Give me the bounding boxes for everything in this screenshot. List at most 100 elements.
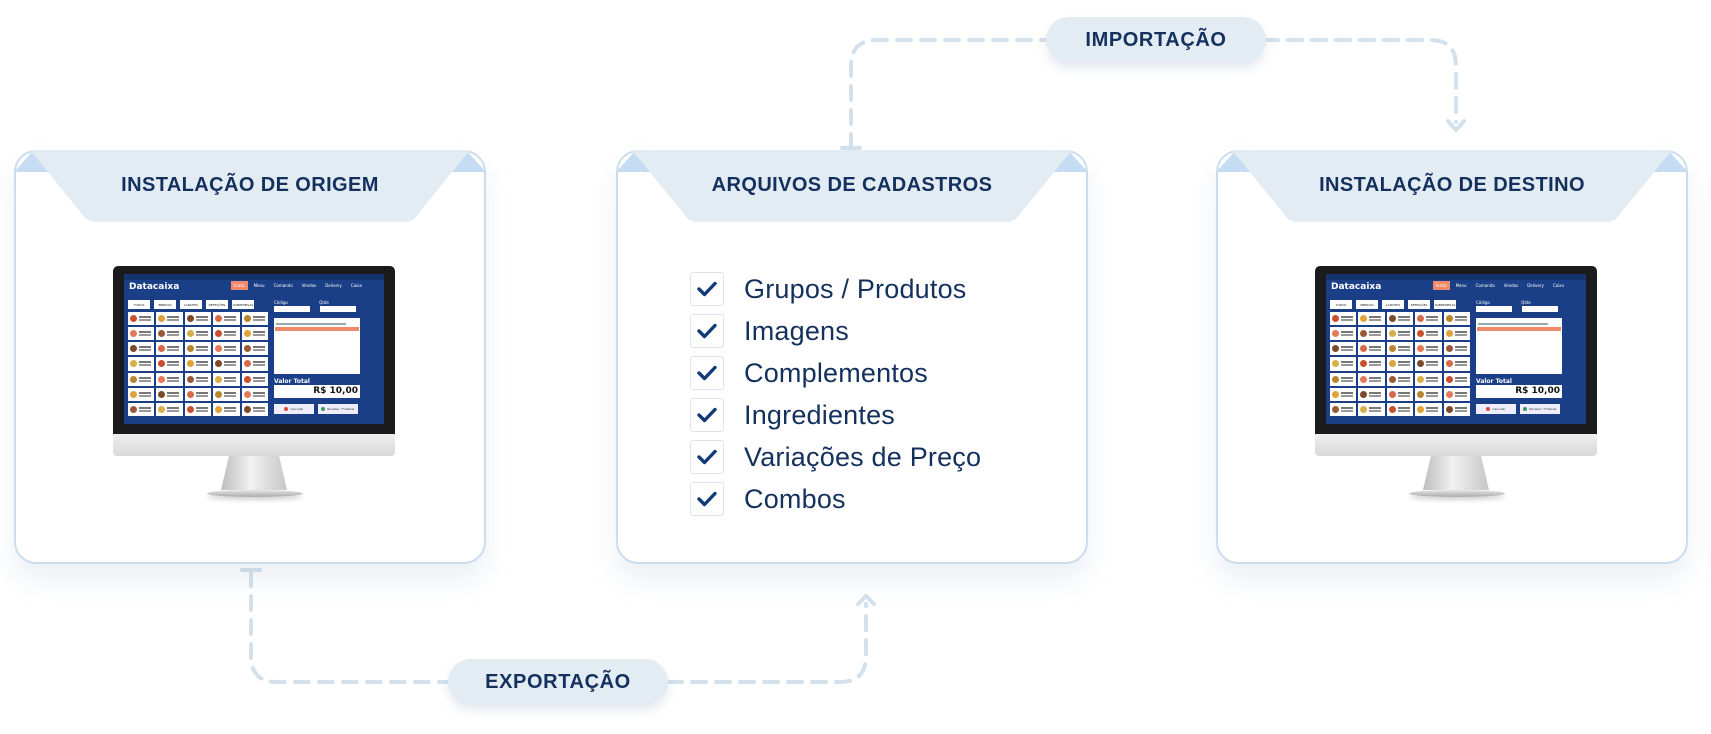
monitor-bezel: Datacaixa Início Menu Comanda Vendas Del…	[1315, 266, 1597, 434]
qty-field	[320, 306, 356, 312]
app-logo: Datacaixa	[1331, 282, 1382, 292]
checklist-item: Imagens	[690, 310, 981, 352]
category-tab: REFEIÇÕES	[1408, 300, 1430, 309]
monitor-neck	[221, 456, 287, 490]
nav-item: Menu	[253, 283, 265, 288]
checkmark-icon	[697, 281, 717, 297]
finish-label: Receber / Finalizar	[1529, 407, 1557, 411]
product-tile	[184, 342, 212, 356]
cancel-button: Cancelar	[1476, 404, 1516, 414]
checkbox-checked	[690, 398, 724, 432]
pos-screen: Datacaixa Início Menu Comanda Vendas Del…	[124, 274, 384, 424]
origin-panel-title: INSTALAÇÃO DE ORIGEM	[121, 174, 379, 196]
total-value: R$ 10,00	[1476, 385, 1562, 398]
nav-item: Caixa	[350, 283, 362, 288]
product-tile	[1330, 387, 1357, 401]
product-tile	[1330, 342, 1357, 356]
product-tile	[1415, 357, 1442, 371]
product-tile	[156, 357, 183, 371]
code-label: Código Qtde	[274, 300, 329, 305]
checklist-item-label: Imagens	[744, 315, 849, 346]
checklist-item: Complementos	[690, 352, 981, 394]
checklist-item-label: Complementos	[744, 357, 928, 388]
code-label-text: Código	[1476, 300, 1490, 305]
product-tile	[1330, 402, 1357, 416]
product-tile	[1358, 387, 1385, 401]
checklist-item-label: Grupos / Produtos	[744, 273, 967, 304]
product-tile	[1415, 312, 1442, 326]
product-tile	[156, 312, 183, 326]
product-tile	[241, 342, 268, 356]
destination-panel-title: INSTALAÇÃO DE DESTINO	[1319, 174, 1585, 196]
product-tile	[1443, 357, 1470, 371]
product-tile	[213, 372, 240, 386]
product-tile	[241, 372, 268, 386]
product-tile	[1386, 312, 1414, 326]
import-connector-left	[849, 38, 1048, 150]
code-label: Código Qtde	[1476, 300, 1531, 305]
order-row	[276, 323, 346, 325]
origin-monitor: Datacaixa Início Menu Comanda Vendas Del…	[113, 266, 395, 506]
order-list	[274, 318, 360, 374]
cancel-icon	[284, 407, 289, 411]
app-nav: Início Menu Comanda Vendas Delivery Caix…	[228, 281, 365, 290]
monitor-chin	[113, 434, 395, 456]
monitor-chin	[1315, 434, 1597, 456]
checkbox-checked	[690, 272, 724, 306]
product-tile	[156, 327, 183, 341]
order-panel: Código Qtde Valor Total R$ 10,00 Cancela…	[274, 300, 380, 420]
export-arrowhead	[856, 594, 876, 606]
finish-label: Receber / Finalizar	[327, 407, 355, 411]
checkbox-checked	[690, 314, 724, 348]
files-panel-title: ARQUIVOS DE CADASTROS	[711, 174, 993, 196]
product-tile	[128, 342, 155, 356]
nav-item: Menu	[1455, 283, 1467, 288]
product-tile	[213, 342, 240, 356]
product-tile	[241, 312, 268, 326]
product-tile	[241, 387, 268, 401]
checklist-item-label: Ingredientes	[744, 399, 896, 430]
cancel-button: Cancelar	[274, 404, 314, 414]
export-connector-left	[249, 570, 450, 684]
export-connector-right	[666, 602, 868, 684]
product-tile	[1386, 342, 1414, 356]
product-tile	[1386, 357, 1414, 371]
category-tab: REFEIÇÕES	[206, 300, 228, 309]
product-tile	[156, 372, 183, 386]
monitor-neck	[1423, 456, 1489, 490]
qty-label-text: Qtde	[1521, 300, 1531, 305]
product-tile	[1443, 387, 1470, 401]
checklist-item: Ingredientes	[690, 394, 981, 436]
app-titlebar	[1326, 274, 1586, 280]
product-tile	[1443, 342, 1470, 356]
product-tile	[1358, 327, 1385, 341]
checkbox-checked	[690, 440, 724, 474]
product-tile	[184, 327, 212, 341]
product-tile	[1358, 357, 1385, 371]
app-nav: Início Menu Comanda Vendas Delivery Caix…	[1430, 281, 1567, 290]
cancel-label: Cancelar	[1492, 407, 1506, 411]
nav-item: Delivery	[325, 283, 342, 288]
file-checklist: Grupos / Produtos Imagens Complementos I…	[690, 268, 981, 520]
product-tile	[1415, 327, 1442, 341]
category-tab: TODOS	[128, 300, 150, 309]
origin-panel-header	[14, 150, 486, 222]
app-categories: TODOS BEBIDAS LANCHES REFEIÇÕES SOBREMES…	[128, 300, 258, 309]
monitor-bezel: Datacaixa Início Menu Comanda Vendas Del…	[113, 266, 395, 434]
finish-button: Receber / Finalizar	[1520, 404, 1560, 414]
product-tile	[1358, 372, 1385, 386]
checkmark-icon	[697, 407, 717, 423]
product-tile	[156, 402, 183, 416]
import-label: IMPORTAÇÃO	[1046, 17, 1266, 63]
total-label: Valor Total	[274, 378, 310, 385]
product-tile	[184, 357, 212, 371]
order-panel: Código Qtde Valor Total R$ 10,00 Cancela…	[1476, 300, 1582, 420]
code-field	[1476, 306, 1512, 312]
nav-item: Delivery	[1527, 283, 1544, 288]
app-logo: Datacaixa	[129, 282, 180, 292]
category-tab: BEBIDAS	[1356, 300, 1378, 309]
finish-icon	[1523, 407, 1528, 411]
product-tile	[1443, 327, 1470, 341]
checkmark-icon	[697, 449, 717, 465]
product-tile	[184, 402, 212, 416]
